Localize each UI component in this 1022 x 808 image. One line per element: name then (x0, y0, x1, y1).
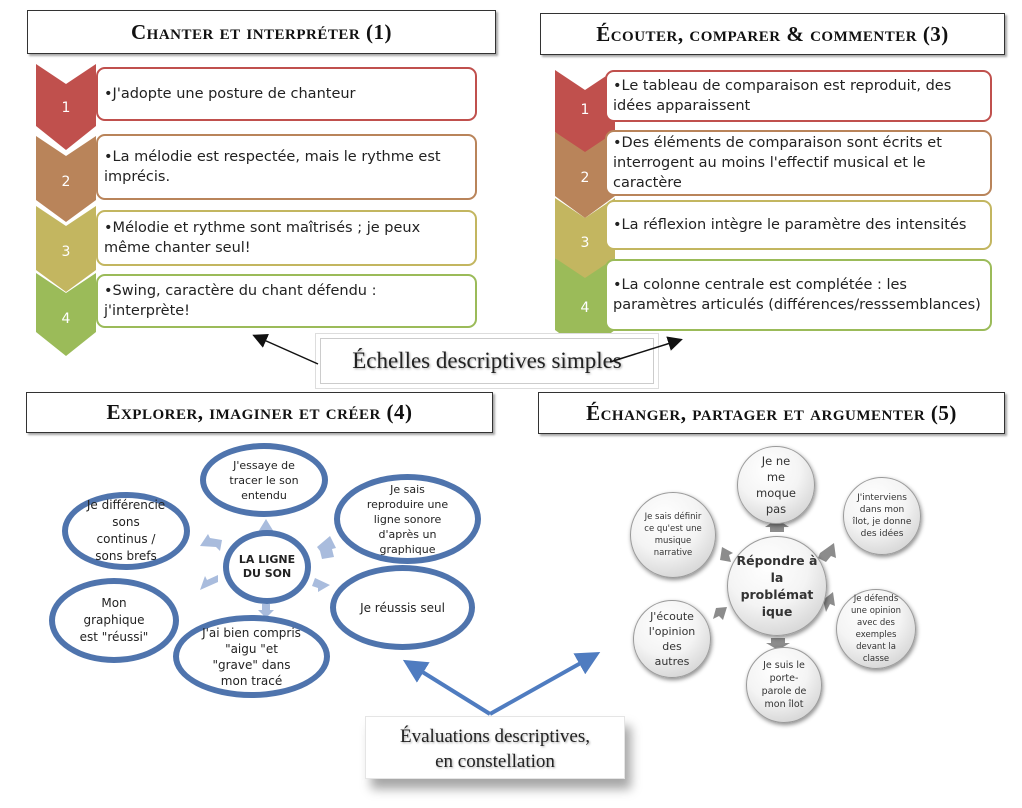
caption-echelles: Échelles descriptives simples (320, 338, 654, 384)
caption-constellation: Évaluations descriptives, en constellati… (365, 716, 625, 779)
step-4: •La colonne centrale est complétée : les… (605, 259, 992, 331)
node-center: Répondre à la problémat ique (727, 536, 827, 636)
node-text: Je sais définir ce qu'est une musique na… (644, 512, 702, 558)
level-number: 2 (580, 170, 590, 186)
arrow-to-chanter (252, 334, 319, 365)
node-text: Je défends une opinion avec des exemples… (851, 594, 901, 664)
node: Je sais définir ce qu'est une musique na… (630, 492, 716, 578)
node: J'ai bien compris "aigu "et "grave" dans… (173, 615, 330, 698)
caption-line: en constellation (435, 751, 555, 772)
node: Je différencie sons continus / sons bref… (62, 492, 190, 570)
section-title-ecouter: Écouter, comparer & commenter (3) (540, 13, 1005, 55)
section-title-explorer: Explorer, imaginer et créer (4) (26, 392, 493, 433)
node: J'essaye de tracer le son entendu (200, 443, 328, 517)
section-title-echanger: Échanger, partager et argumenter (5) (538, 392, 1005, 434)
node: Je défends une opinion avec des exemples… (836, 589, 916, 669)
step-text: •Mélodie et rythme sont maîtrisés ; je p… (104, 220, 421, 256)
level-number: 1 (61, 100, 71, 116)
node-text: J'ai bien compris "aigu "et "grave" dans… (202, 625, 301, 688)
step-3: •La réflexion intègre le paramètre des i… (605, 200, 992, 250)
caption-text: Échelles descriptives simples (352, 348, 622, 373)
level-number: 3 (61, 244, 71, 260)
arrow-upright (317, 536, 336, 559)
step-text: •La colonne centrale est complétée : les… (613, 277, 981, 313)
step-2: •Des éléments de comparaison sont écrits… (605, 130, 992, 196)
arrow-to-explorer (402, 659, 492, 716)
arrow-to-echanger (489, 652, 601, 716)
level-number: 4 (580, 300, 590, 316)
step-2: •La mélodie est respectée, mais le rythm… (96, 134, 477, 200)
node: Je sais reproduire une ligne sonore d'ap… (334, 474, 481, 564)
node: Je réussis seul (330, 565, 475, 650)
node: J'écoute l'opinion des autres (633, 600, 711, 678)
node-text: Mon graphique est "réussi" (79, 596, 149, 644)
level-number: 2 (61, 174, 71, 190)
level-number: 3 (580, 235, 590, 251)
section-title-chanter: Chanter et interpréter (1) (27, 10, 496, 54)
node: Je ne me moque pas (737, 446, 815, 524)
level-number: 4 (61, 311, 71, 327)
arrow-upright (818, 543, 836, 562)
step-text: •J'adopte une posture de chanteur (104, 86, 356, 102)
step-1: •J'adopte une posture de chanteur (96, 67, 477, 121)
step-text: •Des éléments de comparaison sont écrits… (613, 135, 942, 191)
node-text: Je sais reproduire une ligne sonore d'ap… (366, 482, 449, 556)
step-text: •Swing, caractère du chant défendu : j'i… (104, 283, 377, 319)
node-text: J'interviens dans mon îlot, je donne des… (852, 493, 912, 539)
node: Mon graphique est "réussi" (49, 578, 179, 663)
node-text: J'essaye de tracer le son entendu (229, 458, 299, 502)
node-text: J'écoute l'opinion des autres (648, 610, 696, 668)
node-text: LA LIGNE DU SON (238, 553, 296, 580)
node: J'interviens dans mon îlot, je donne des… (843, 477, 921, 555)
step-text: •La réflexion intègre le paramètre des i… (613, 217, 967, 233)
arrow-upleft (720, 547, 733, 562)
node-text: Je réussis seul (360, 600, 445, 615)
node-text: Je suis le porte-parole de mon îlot (761, 660, 807, 710)
step-text: •Le tableau de comparaison est reproduit… (613, 78, 952, 114)
arrow-left (713, 607, 727, 620)
step-3: •Mélodie et rythme sont maîtrisés ; je p… (96, 210, 477, 266)
node: Je suis le porte-parole de mon îlot (746, 647, 822, 723)
step-1: •Le tableau de comparaison est reproduit… (605, 70, 992, 122)
node-text: Je ne me moque pas (756, 454, 796, 516)
node-text: Répondre à la problémat ique (736, 553, 818, 619)
step-text: •La mélodie est respectée, mais le rythm… (104, 149, 441, 185)
node-center: LA LIGNE DU SON (223, 530, 311, 604)
arrow-upleft (200, 534, 222, 551)
caption-line: Évaluations descriptives, (400, 726, 590, 747)
arrow-downright (312, 578, 330, 592)
step-4: •Swing, caractère du chant défendu : j'i… (96, 274, 477, 328)
node-text: Je différencie sons continus / sons bref… (86, 498, 166, 563)
level-number: 1 (580, 102, 590, 118)
arrow-downleft (200, 575, 218, 590)
